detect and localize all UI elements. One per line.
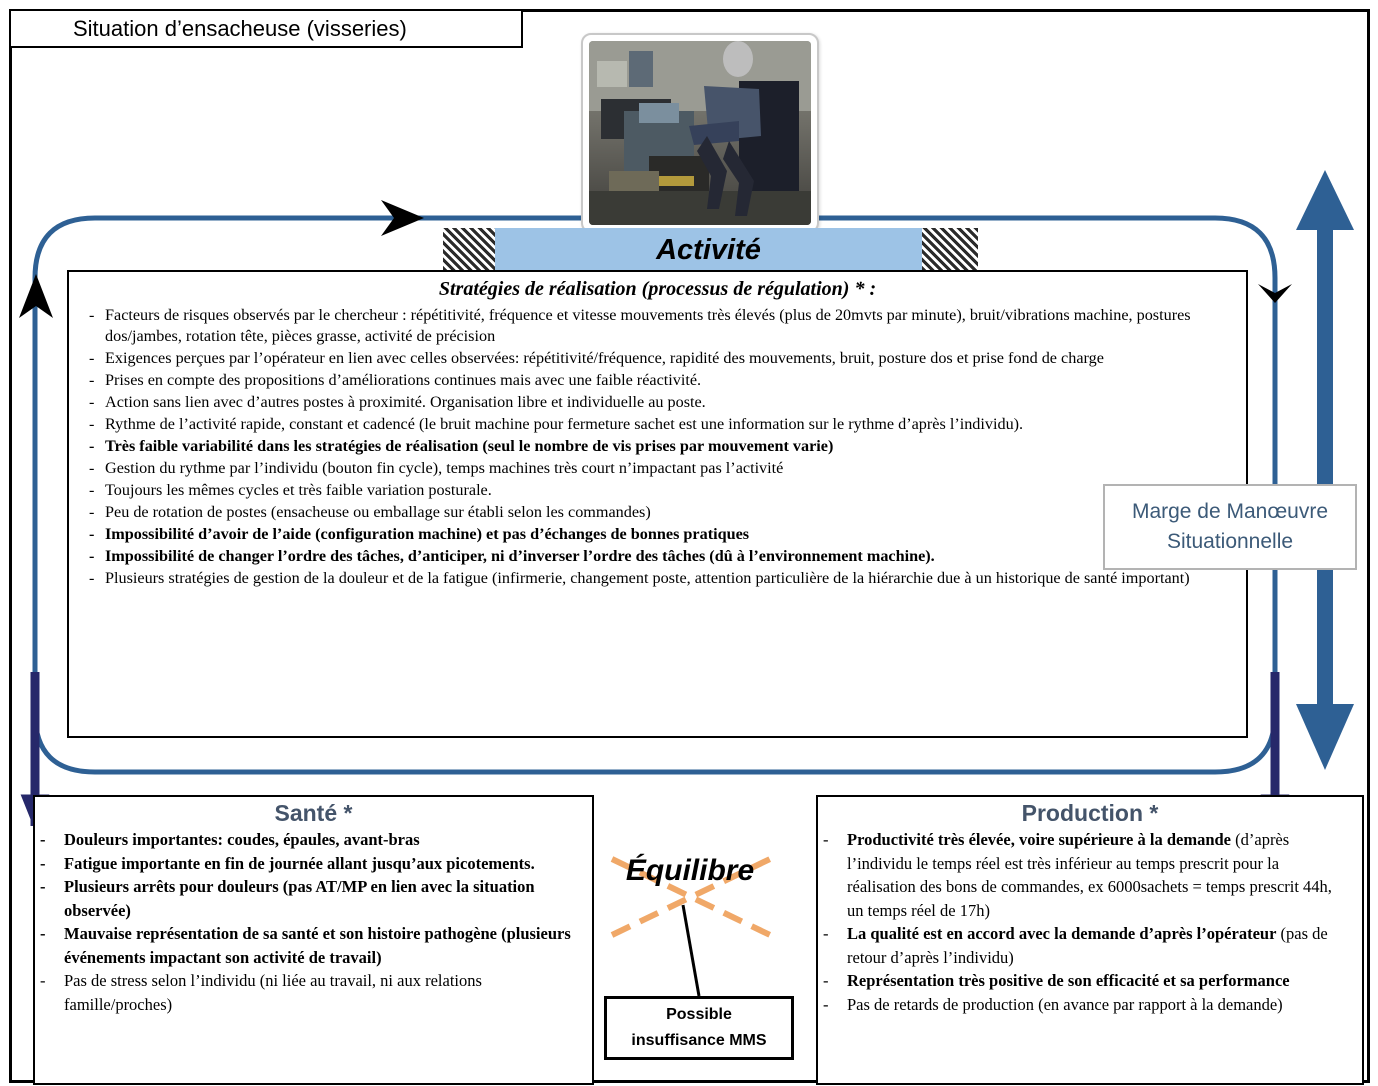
mms-connector bbox=[681, 904, 701, 997]
strategy-item: Très faible variabilité dans les stratég… bbox=[69, 436, 1246, 457]
loop-arrow-left bbox=[19, 274, 53, 318]
regulation-loop bbox=[32, 215, 1278, 775]
strategy-item: Toujours les mêmes cycles et très faible… bbox=[69, 480, 1246, 501]
production-item-detail: Pas de retards de production (en avance … bbox=[847, 994, 1283, 1014]
marge-line-2: Situationnelle bbox=[1166, 530, 1294, 553]
strategy-item: Plusieurs stratégies de gestion de la do… bbox=[69, 568, 1246, 589]
production-item: Pas de retards de production (en avance … bbox=[818, 993, 1362, 1017]
marge-double-arrow bbox=[1296, 170, 1354, 770]
production-list: Productivité très élevée, voire supérieu… bbox=[818, 828, 1362, 1016]
activity-banner: Activité bbox=[495, 228, 922, 270]
production-item-bold: Représentation très positive de son effi… bbox=[847, 971, 1290, 990]
strategy-item: Action sans lien avec d’autres postes à … bbox=[69, 392, 1246, 413]
strategies-box: Stratégies de réalisation (processus de … bbox=[67, 270, 1248, 738]
loop-arrow-right bbox=[1258, 284, 1292, 303]
production-item-bold: Productivité très élevée, voire supérieu… bbox=[847, 830, 1231, 849]
strategy-item: Exigences perçues par l’opérateur en lie… bbox=[69, 348, 1246, 369]
situation-title: Situation d’ensacheuse (visseries) bbox=[9, 9, 523, 48]
production-item: Représentation très positive de son effi… bbox=[818, 969, 1362, 993]
hatch-left bbox=[443, 228, 495, 270]
sante-panel: Santé * Douleurs importantes: coudes, ép… bbox=[33, 795, 594, 1085]
outer-frame bbox=[9, 9, 1370, 1083]
production-panel: Production * Productivité très élevée, v… bbox=[816, 795, 1364, 1085]
marge-manoeuvre-box: Marge de Manœuvre Situationnelle bbox=[1103, 484, 1357, 570]
sante-item: Douleurs importantes: coudes, épaules, a… bbox=[35, 828, 592, 852]
equilibre-label: Équilibre bbox=[625, 854, 755, 887]
production-item: La qualité est en accord avec la demande… bbox=[818, 922, 1362, 969]
sante-item: Fatigue importante en fin de journée all… bbox=[35, 852, 592, 876]
production-title: Production * bbox=[1021, 800, 1159, 826]
strategies-title: Stratégies de réalisation (processus de … bbox=[438, 278, 877, 300]
workstation-photo bbox=[581, 33, 819, 233]
strategy-item: Rythme de l’activité rapide, constant et… bbox=[69, 414, 1246, 435]
photo-illustration bbox=[589, 41, 811, 225]
sante-title: Santé * bbox=[274, 800, 353, 826]
strategy-item: Impossibilité d’avoir de l’aide (configu… bbox=[69, 524, 1246, 545]
mms-line-1: Possible bbox=[666, 1006, 732, 1023]
loop-arrow-top bbox=[381, 200, 424, 236]
hatch-right bbox=[922, 228, 978, 270]
sante-item: Mauvaise représentation de sa santé et s… bbox=[35, 922, 592, 969]
marge-line-1: Marge de Manœuvre bbox=[1131, 500, 1329, 523]
production-item-detail: (pas de retour d’après l’individu) bbox=[847, 924, 1328, 967]
photo-scene bbox=[589, 41, 811, 225]
strategy-item: Prises en compte des propositions d’amél… bbox=[69, 370, 1246, 391]
production-item: Productivité très élevée, voire supérieu… bbox=[818, 828, 1362, 922]
strategy-item: Peu de rotation de postes (ensacheuse ou… bbox=[69, 502, 1246, 523]
sante-list: Douleurs importantes: coudes, épaules, a… bbox=[35, 828, 592, 1016]
sante-item: Pas de stress selon l’individu (ni liée … bbox=[35, 969, 592, 1016]
strategies-list: Facteurs de risques observés par le cher… bbox=[69, 305, 1246, 590]
mms-line-2: insuffisance MMS bbox=[631, 1032, 767, 1049]
strategy-item: Impossibilité de changer l’ordre des tâc… bbox=[69, 546, 1246, 567]
strategy-item: Gestion du rythme par l’individu (bouton… bbox=[69, 458, 1246, 479]
strategy-item: Facteurs de risques observés par le cher… bbox=[69, 305, 1246, 347]
mms-box: Possible insuffisance MMS bbox=[604, 996, 794, 1060]
sante-item: Plusieurs arrêts pour douleurs (pas AT/M… bbox=[35, 875, 592, 922]
production-item-detail: (d’après l’individu le temps réel est tr… bbox=[847, 830, 1332, 920]
production-item-bold: La qualité est en accord avec la demande… bbox=[847, 924, 1277, 943]
